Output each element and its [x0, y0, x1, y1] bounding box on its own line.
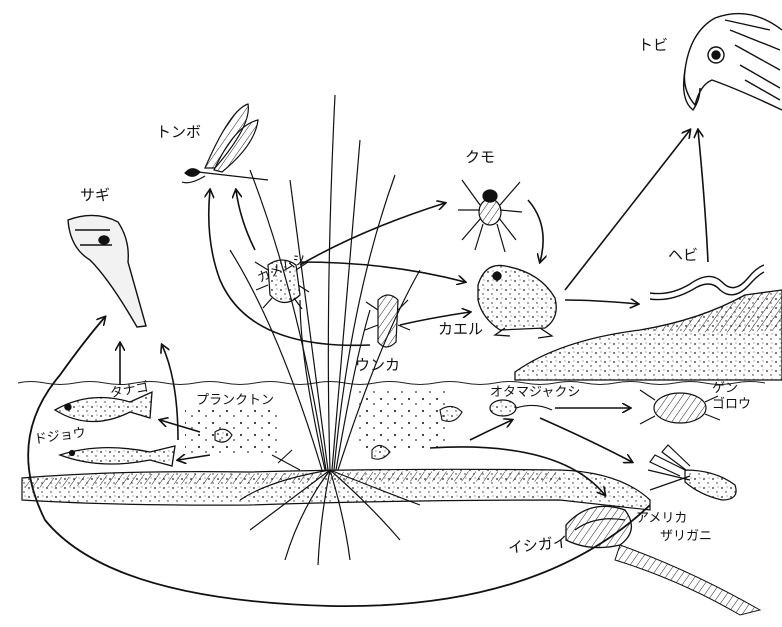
arrow-dojou-to-sagi: [162, 345, 178, 440]
label-kumo: クモ: [465, 150, 495, 165]
label-gorou: ゴロウ: [712, 398, 751, 411]
spider-illustration: [458, 180, 522, 252]
label-amerika: アメリカ: [636, 512, 687, 525]
label-hebi: ヘビ: [668, 248, 698, 263]
arrow-kaeru-to-tobi: [565, 130, 690, 290]
loach-fish-illustration: [60, 446, 175, 466]
label-tobi: トビ: [638, 38, 668, 53]
arrow-otama-to-zarigani: [540, 418, 632, 462]
label-sagi: サギ: [80, 188, 110, 203]
label-zarigani: ザリガニ: [660, 530, 712, 543]
bank-hatching: [640, 290, 782, 333]
arrow-kamemushi-to-kumo: [300, 203, 445, 265]
right-bottom-hatch: [615, 545, 760, 615]
arrow-hebi-to-tobi: [698, 130, 708, 262]
label-plankton: プランクトン: [196, 394, 274, 407]
diving-beetle-illustration: [640, 390, 720, 424]
arrow-kamemushi-to-tonbo: [236, 190, 255, 250]
clam-illustration: [566, 506, 631, 547]
plankton-dots-2: [355, 390, 450, 450]
hawk-illustration: [684, 14, 782, 110]
frog-illustration: [478, 265, 556, 338]
arrow-kaeru-to-hebi: [565, 300, 638, 304]
arrow-kumo-to-kaeru: [528, 200, 543, 262]
arrow-plankton-to-dojou: [178, 455, 210, 460]
crayfish-illustration: [648, 445, 736, 500]
tadpole-illustration: [490, 400, 552, 416]
heron-illustration: [68, 215, 146, 327]
arrow-plankton-to-otama: [470, 420, 512, 440]
label-kaeru: カエル: [438, 322, 483, 337]
label-unka: ウンカ: [355, 358, 400, 373]
label-otamajakushi: オタマジャクシ: [490, 386, 580, 399]
arrow-kamemushi-to-kaeru: [300, 262, 465, 282]
label-genn: ゲン: [712, 382, 738, 395]
label-tonbo: トンボ: [156, 125, 201, 140]
dragonfly-illustration: [182, 104, 268, 183]
